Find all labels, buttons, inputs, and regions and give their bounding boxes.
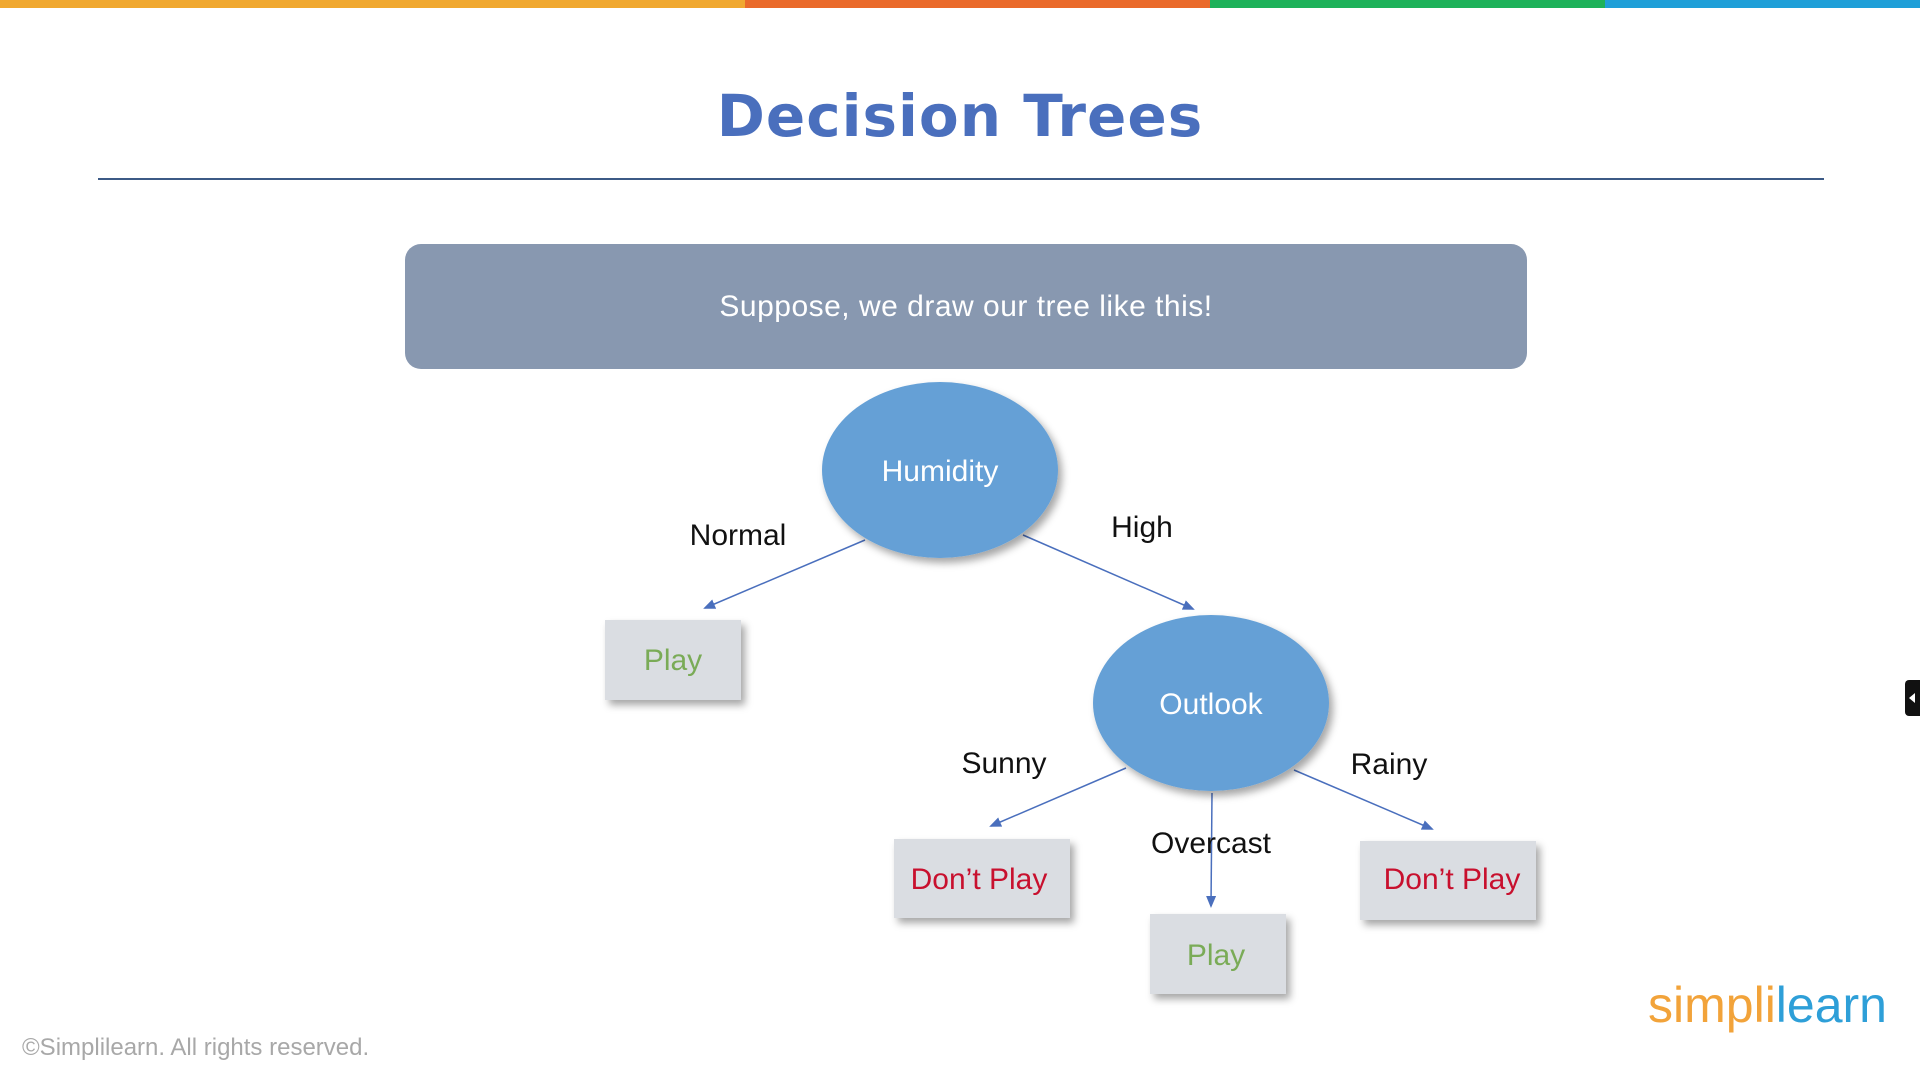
top-color-bar [0,0,1920,8]
logo-part-simpl: simpl [1648,977,1765,1033]
branch-label-normal: Normal [690,519,787,552]
title-divider [98,178,1824,180]
edge-overcast [1206,792,1217,908]
collapse-arrow-icon[interactable] [1905,680,1920,716]
edge-rainy [1293,769,1434,830]
edge-sunny [989,767,1127,827]
leaf-dont-play-rainy-label: Don’t Play [1384,863,1521,896]
branch-label-overcast: Overcast [1151,827,1272,860]
node-outlook: Outlook [1093,615,1329,791]
copyright-footer: ©Simplilearn. All rights reserved. [22,1034,370,1061]
leaf-dont-play-sunny-label: Don’t Play [911,863,1048,896]
node-humidity-label: Humidity [882,455,999,488]
edge-normal [703,539,866,609]
node-outlook-label: Outlook [1159,688,1263,721]
leaf-play-overcast-label: Play [1187,939,1245,972]
leaf-play-normal: Play [605,620,741,700]
banner-text: Suppose, we draw our tree like this! [719,289,1213,323]
branch-label-high: High [1111,511,1173,544]
branch-label-rainy: Rainy [1351,748,1428,781]
logo-part-learn: learn [1775,977,1887,1033]
leaf-dont-play-sunny: Don’t Play [894,839,1070,918]
logo-part-i: i [1764,977,1776,1033]
leaf-dont-play-rainy: Don’t Play [1360,841,1536,920]
page-title: Decision Trees [716,82,1204,150]
edge-high [1022,534,1195,610]
branch-label-sunny: Sunny [961,747,1046,780]
simplilearn-logo: simplilearn [1648,976,1887,1036]
leaf-play-normal-label: Play [644,644,702,677]
leaf-play-overcast: Play [1150,914,1286,994]
banner: Suppose, we draw our tree like this! [405,244,1527,369]
node-humidity: Humidity [822,382,1058,558]
